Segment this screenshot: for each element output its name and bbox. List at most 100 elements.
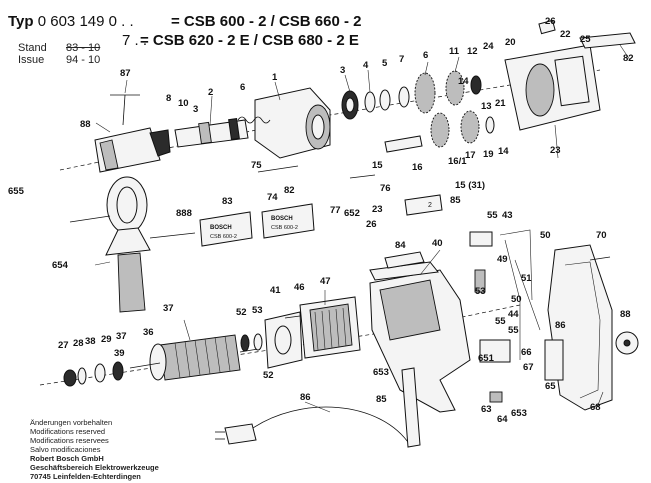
fan-baffle <box>264 311 303 369</box>
callout-30: 29 <box>101 334 112 345</box>
callout-12: 11 <box>449 46 460 57</box>
callout-86: 88 <box>620 309 631 320</box>
spindle <box>174 117 249 148</box>
callout-14: 13 <box>481 101 492 112</box>
callout-651: 654 <box>52 260 69 271</box>
bosch-nameplates <box>199 203 315 247</box>
callout-75: 86 <box>300 392 311 403</box>
callout-83: 83 <box>222 196 233 207</box>
nameplate-text: BOSCH CSB 600-2 BOSCH CSB 600-2 2 <box>210 202 432 240</box>
callout-87: 651 <box>478 353 495 364</box>
bosch-plate-1-model: CSB 600-2 <box>210 234 237 240</box>
callout-652: 655 <box>8 186 25 197</box>
callout-37: 37 <box>116 331 127 342</box>
callout-1: 1 <box>272 72 278 83</box>
switch-wiring <box>469 229 564 403</box>
callout-15-31: 15 <box>372 160 383 171</box>
callout-24: 23 <box>550 145 561 156</box>
callout-22: 21 <box>495 98 506 109</box>
issue-value: 94 - 10 <box>66 54 101 66</box>
callout-67: 75 <box>251 160 262 171</box>
chuck-key <box>110 94 140 126</box>
callout-26b: 26 <box>366 219 377 230</box>
field-coil <box>299 296 361 359</box>
callout-78: 88 <box>80 119 91 130</box>
footer-notes: Änderungen vorbehalten Modifications res… <box>30 418 159 481</box>
callout-16-1: 16 <box>412 162 423 173</box>
callout-23: 22 <box>560 29 571 40</box>
callout-74: 85 <box>376 394 387 405</box>
callout-48: 50 <box>540 230 551 241</box>
callout-55b: 55 <box>495 316 506 327</box>
callout-60: 64 <box>497 414 508 425</box>
part-number: 0 603 149 <box>37 13 105 30</box>
callout-88c: 653 <box>373 367 389 378</box>
callout-2: 2 <box>208 87 213 98</box>
armature-bearings <box>63 361 124 387</box>
callout-70: 77 <box>330 205 341 216</box>
callout-13: 12 <box>467 46 478 57</box>
gear-stack <box>414 70 482 114</box>
gear-case-cover <box>504 44 601 131</box>
callout-20: 19 <box>483 149 494 160</box>
footer-company: Robert Bosch GmbH <box>30 454 104 463</box>
auxiliary-handle <box>69 176 196 313</box>
power-cable <box>215 367 421 448</box>
callout-82: 82 <box>284 185 295 196</box>
drill-chuck <box>94 127 171 173</box>
line1-suffix: 0 . . <box>108 13 134 30</box>
callout-23b: 23 <box>372 204 383 215</box>
bosch-plate-1-brand: BOSCH <box>210 225 232 231</box>
callout-numbers: 87 88 8 10 3 2 6 1 3 4 5 7 6 11 12 24 20… <box>8 16 634 425</box>
footer-line-en: Modifications reserved <box>30 427 106 436</box>
callout-52: 52 <box>263 370 274 381</box>
handle-shell <box>547 244 613 411</box>
callout-15b: 14 <box>498 146 509 157</box>
footer-line-es: Salvo modificaciones <box>30 445 101 454</box>
callout-77: 87 <box>120 68 131 79</box>
bearing-set <box>341 86 410 120</box>
callout-21: 20 <box>505 37 516 48</box>
issue-label: Issue <box>18 54 45 66</box>
type-label: Typ 0 603 149 0 . . <box>8 13 134 30</box>
callout-3b: 3 <box>340 65 345 76</box>
callout-41: 41 <box>270 285 281 296</box>
callout-46: 47 <box>320 276 331 287</box>
speed-switch-number: 2 <box>428 202 432 209</box>
callout-62: 66 <box>521 347 532 358</box>
callout-44: 46 <box>294 282 305 293</box>
callout-76: 86 <box>555 320 566 331</box>
callout-15: 14 <box>458 76 469 87</box>
armature <box>129 334 259 381</box>
screw-set <box>257 165 611 319</box>
callout-19: 17 <box>465 150 476 161</box>
callout-43b: 44 <box>508 309 519 320</box>
callout-35: 37 <box>163 303 174 314</box>
callout-28: 27 <box>58 340 69 351</box>
callout-3: 3 <box>193 104 198 115</box>
callout-5: 5 <box>382 58 388 69</box>
footer-address: 70745 Leinfelden-Echterdingen <box>30 472 141 481</box>
callout-38: 38 <box>85 336 96 347</box>
bosch-plate-2-brand: BOSCH <box>271 216 293 222</box>
callout-43: 43 <box>502 210 513 221</box>
callout-11: 10 <box>178 98 189 109</box>
line2-suffix: 7 . . <box>122 32 148 49</box>
brush-bracket <box>538 19 636 49</box>
dust-rosette <box>615 331 639 355</box>
callout-8: 7 <box>399 54 404 65</box>
motor-housing <box>369 261 471 413</box>
callout-55: 55 <box>487 210 498 221</box>
footer-division: Geschäftsbereich Elektrowerkzeuge <box>30 463 159 472</box>
callout-61: 65 <box>545 381 556 392</box>
callout-65: 70 <box>596 230 607 241</box>
callout-88b: 653 <box>511 408 527 419</box>
stand-value: 83 - 10 <box>66 42 101 54</box>
callout-17: 16/1 <box>448 156 467 167</box>
callout-53: 53 <box>475 286 486 297</box>
motor-washers <box>240 333 263 352</box>
callout-27: 26 <box>545 16 556 27</box>
callout-4: 4 <box>363 60 369 71</box>
callout-66: 74 <box>267 192 278 203</box>
